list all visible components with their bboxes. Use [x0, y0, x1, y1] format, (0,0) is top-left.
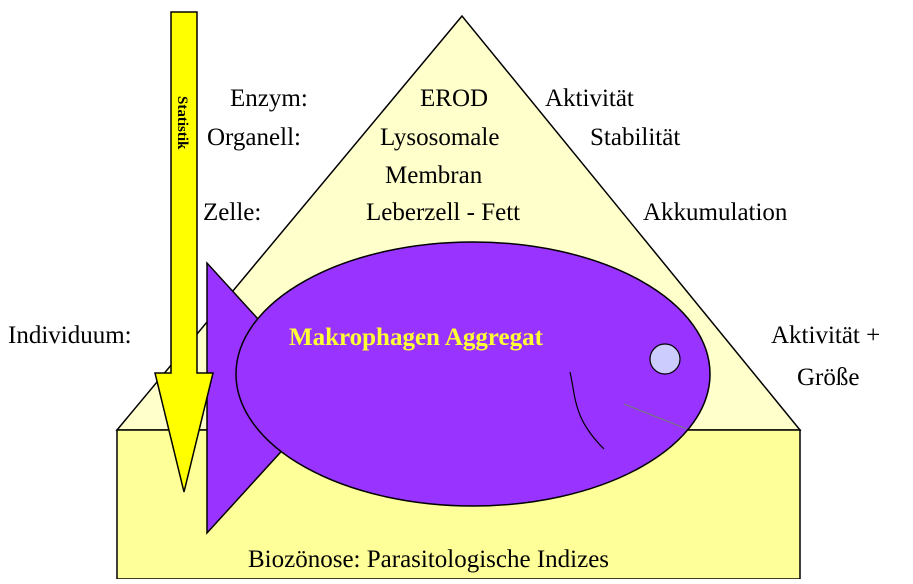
- enzyme-marker: EROD: [420, 85, 488, 112]
- individual-level-label: Individuum:: [8, 322, 132, 349]
- organelle-level-label: Organell:: [207, 124, 301, 151]
- individual-effect-line1: Aktivität +: [771, 322, 880, 349]
- organelle-marker-line2: Membran: [385, 162, 483, 189]
- biocoenosis-label: Biozönose: Parasitologische Indizes: [248, 546, 609, 573]
- cell-level-label: Zelle:: [203, 199, 261, 226]
- cell-marker: Leberzell - Fett: [366, 199, 520, 226]
- fish-eye-icon: [650, 344, 680, 374]
- fish-title: Makrophagen Aggregat: [289, 324, 544, 351]
- fish-body: [236, 242, 710, 506]
- enzyme-level-label: Enzym:: [230, 85, 308, 112]
- enzyme-effect: Aktivität: [545, 85, 634, 112]
- cell-effect: Akkumulation: [643, 199, 788, 226]
- organelle-marker-line1: Lysosomale: [380, 124, 499, 151]
- organelle-effect: Stabilität: [590, 124, 680, 151]
- individual-effect-line2: Größe: [797, 364, 859, 391]
- statistik-arrow-label: Statistik: [174, 96, 190, 150]
